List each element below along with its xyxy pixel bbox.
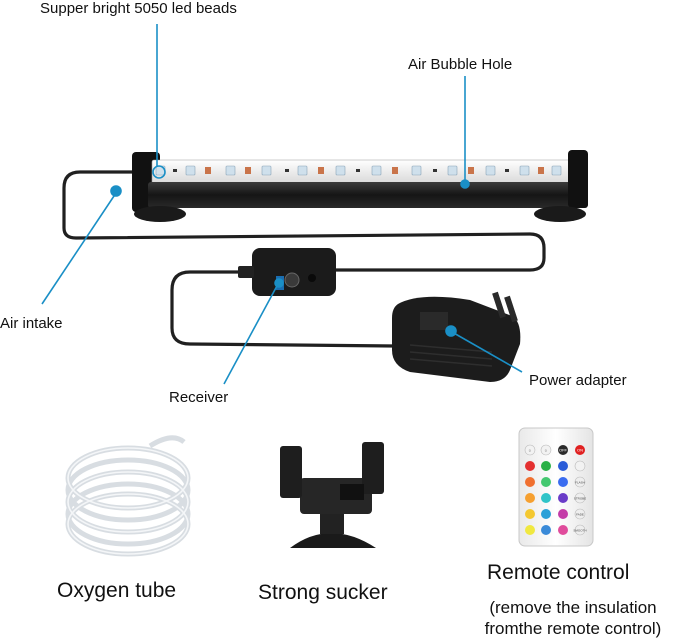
- remote-control-label: Remote control: [487, 561, 630, 584]
- strong-sucker-label: Strong sucker: [258, 581, 388, 604]
- oxygen-tube-coil: [65, 435, 191, 557]
- receiver-label: Receiver: [169, 389, 229, 406]
- remote-note-line2: fromthe remote control): [484, 619, 662, 638]
- remote-note-line1: (remove the insulation: [489, 598, 657, 617]
- remote-btn-off: OFF: [559, 448, 568, 453]
- remote-btn-flash: FLASH: [575, 481, 585, 485]
- remote-btn-on: ON: [577, 448, 583, 453]
- remote-btn-smooth: SMOOTH: [573, 529, 586, 533]
- led-beads: [155, 165, 562, 176]
- receiver-box: [238, 248, 336, 296]
- oxygen-tube-label: Oxygen tube: [57, 579, 177, 602]
- remote-note: (remove the insulation fromthe remote co…: [472, 597, 674, 639]
- air-intake-label: Air intake: [0, 315, 63, 332]
- strong-sucker: [280, 442, 384, 548]
- remote-control: [518, 427, 594, 547]
- callout-lines: [41, 24, 523, 385]
- remote-btn-fade: FADE: [576, 513, 584, 517]
- cables: [62, 170, 546, 348]
- remote-btn-strobe: STROBE: [574, 497, 586, 501]
- air-bubble-hole-label: Air Bubble Hole: [408, 56, 513, 73]
- led-beads-label: Supper bright 5050 led beads: [40, 0, 237, 17]
- remote-btn-brightness-down: ☼: [528, 448, 532, 453]
- power-adapter-label: Power adapter: [529, 372, 627, 389]
- remote-button-labels: ☼ ☼ OFF ON FLASH STROBE FADE SMOOTH: [528, 448, 586, 533]
- led-light-bar: [132, 150, 588, 222]
- remote-btn-brightness-up: ☼: [544, 448, 548, 453]
- power-adapter: [392, 291, 521, 382]
